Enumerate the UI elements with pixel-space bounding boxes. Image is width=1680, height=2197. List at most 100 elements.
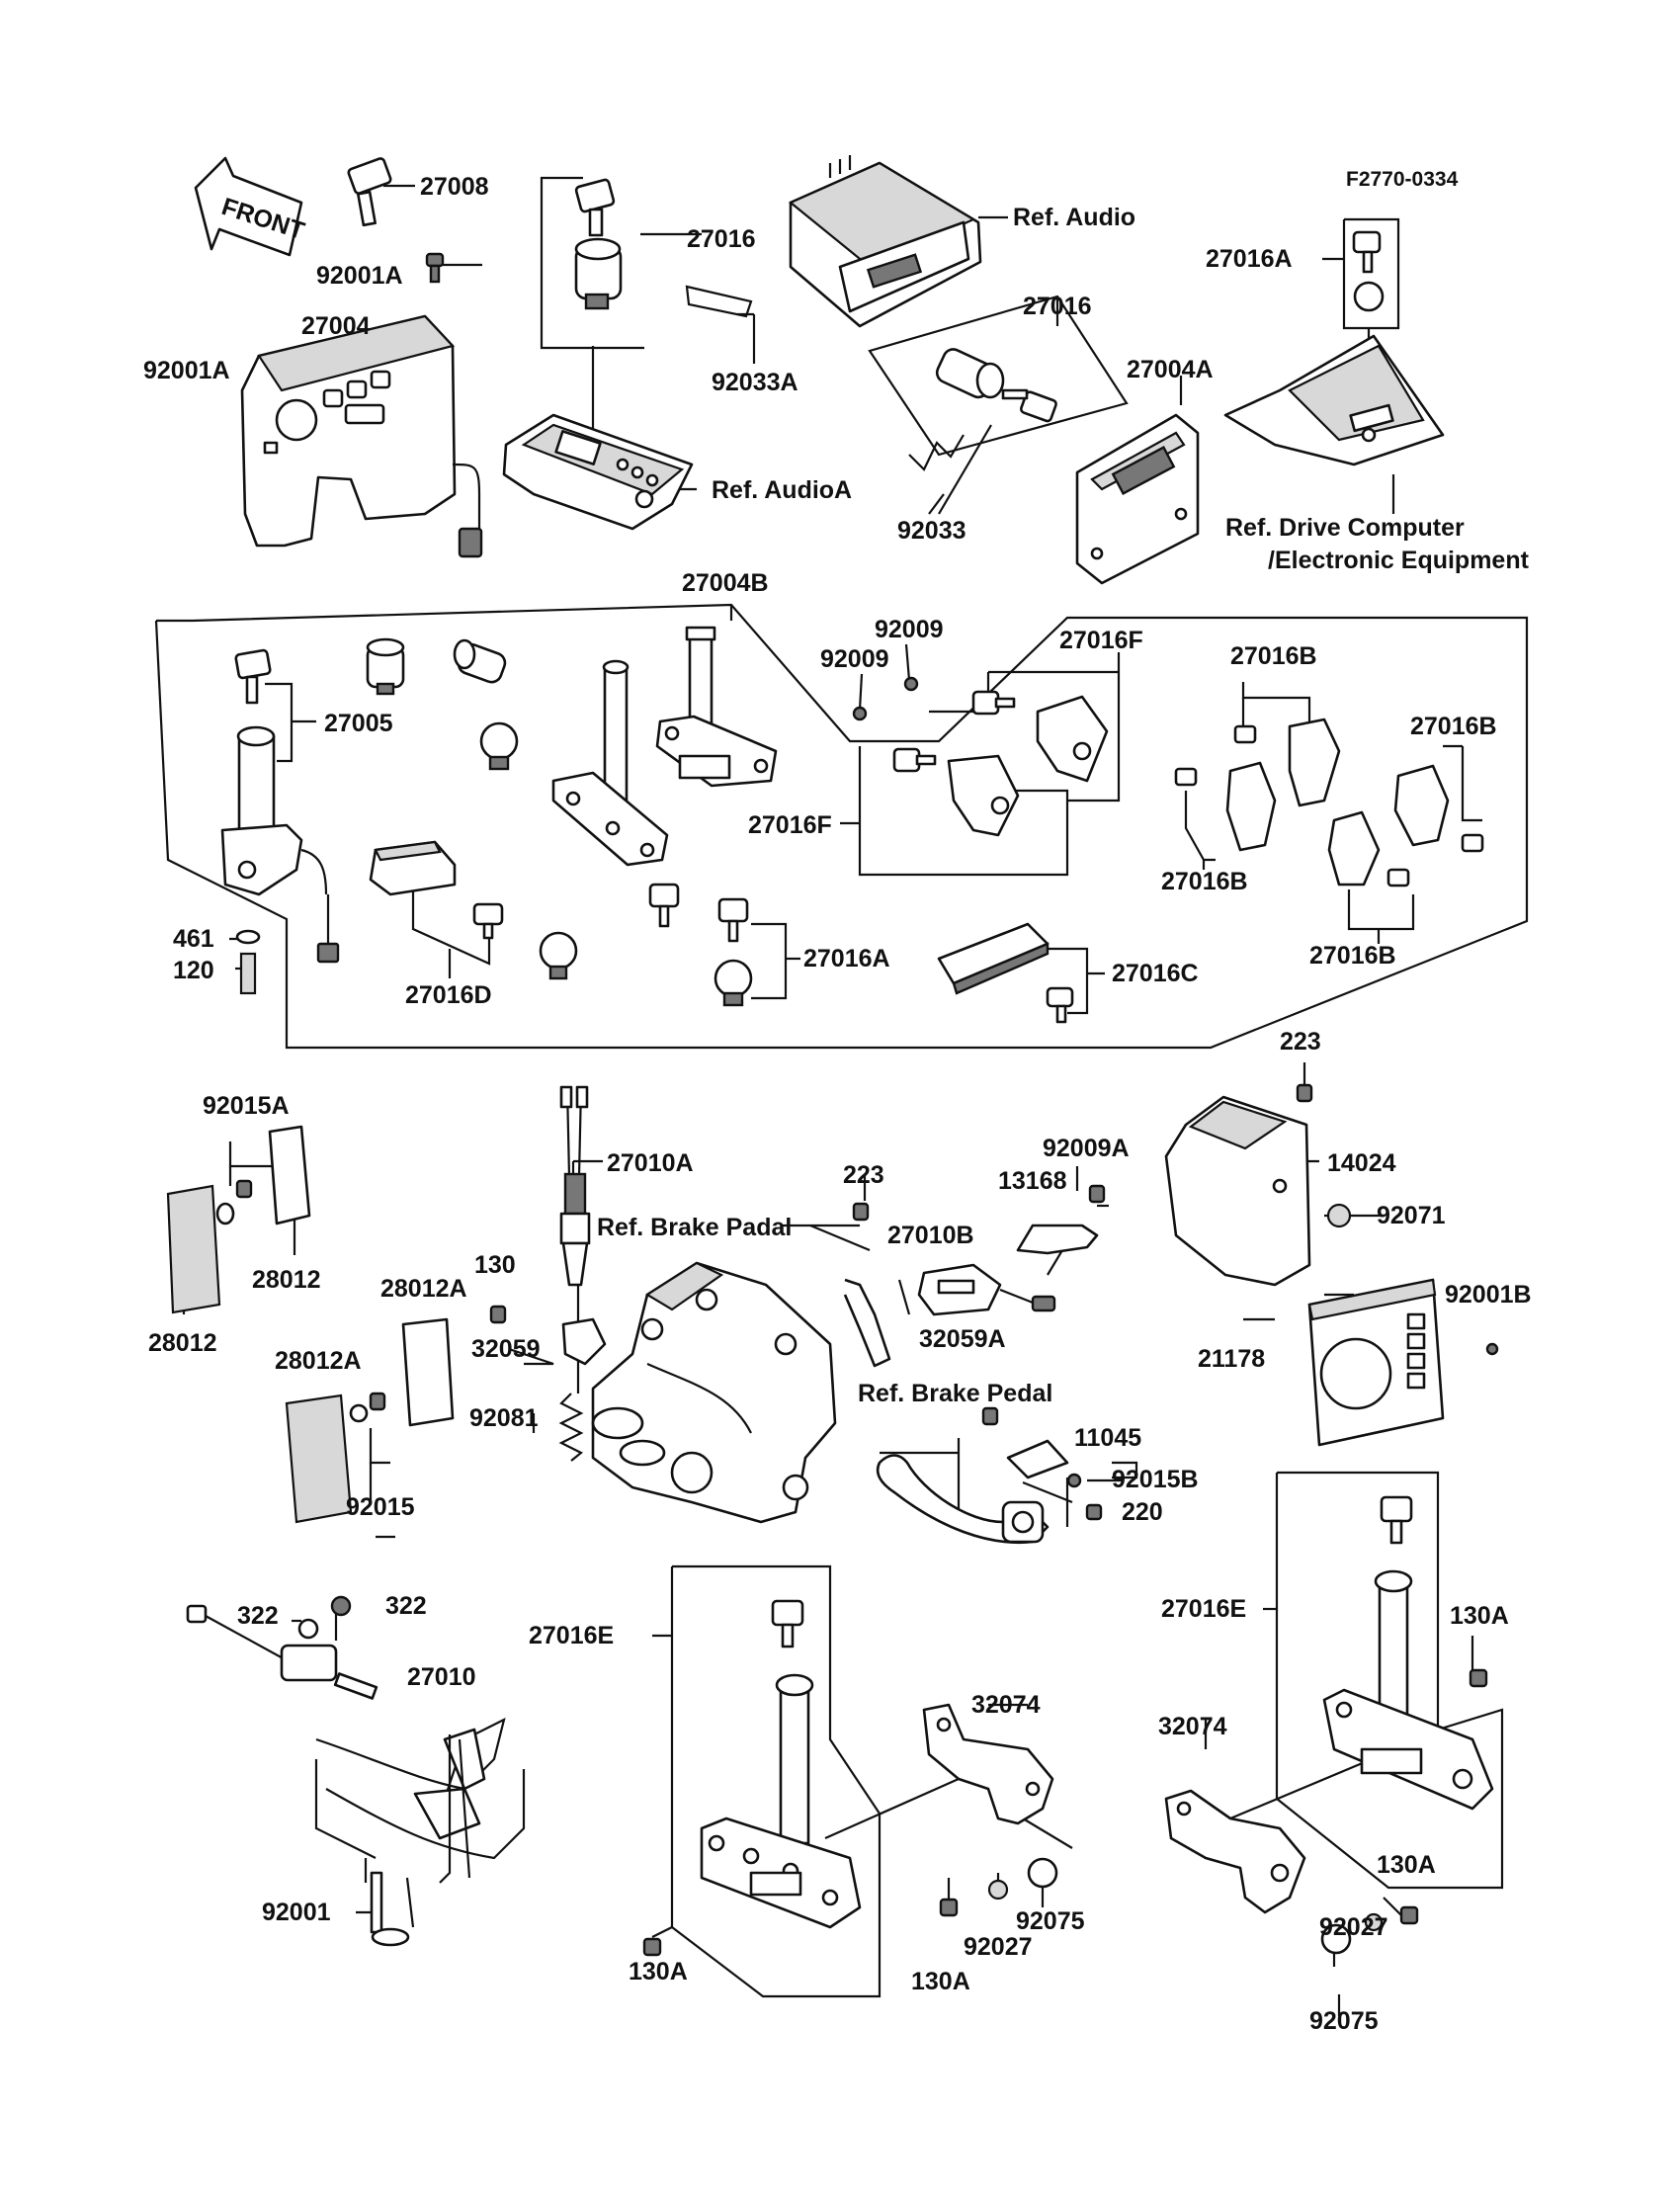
key-27016a-b-icon bbox=[717, 897, 749, 943]
label-130: 130 bbox=[474, 1251, 516, 1279]
reflector-28012-b-icon bbox=[268, 1125, 311, 1225]
label-27016c: 27016C bbox=[1112, 960, 1199, 987]
link-32059a-icon bbox=[843, 1278, 891, 1368]
collar-92027-a-icon bbox=[987, 1879, 1009, 1901]
screw-92009a-icon bbox=[1088, 1184, 1106, 1204]
bracket-32074-b-icon bbox=[1164, 1789, 1306, 1914]
collar-92027-b-icon bbox=[1364, 1912, 1384, 1932]
switch-27016d-icon bbox=[369, 840, 504, 940]
label-322-b: 322 bbox=[385, 1592, 427, 1620]
label-92001b: 92001B bbox=[1445, 1281, 1532, 1309]
label-ref-electronic-equipment: /Electronic Equipment bbox=[1268, 547, 1530, 574]
column-switch-b-icon bbox=[655, 626, 778, 788]
grommet-92071-icon bbox=[1326, 1203, 1352, 1228]
label-27016e-b: 27016E bbox=[1161, 1595, 1246, 1623]
switch-27016b-b-icon bbox=[1174, 761, 1277, 852]
label-92009-b: 92009 bbox=[820, 645, 889, 673]
bolt-223-a-icon bbox=[1296, 1083, 1313, 1103]
label-27005: 27005 bbox=[324, 710, 393, 737]
brake-pedal-lever-icon bbox=[876, 1454, 1050, 1545]
label-28012-b: 28012 bbox=[148, 1329, 217, 1357]
brake-pedal-frame-icon bbox=[315, 1717, 526, 1884]
label-92015a: 92015A bbox=[203, 1092, 290, 1120]
label-92081: 92081 bbox=[469, 1404, 539, 1432]
label-ref-audioa: Ref. AudioA bbox=[712, 476, 852, 504]
bolt-92001-icon bbox=[370, 1871, 415, 1947]
label-28012a-b: 28012A bbox=[275, 1347, 362, 1375]
bolt-130a-c-icon bbox=[1469, 1668, 1488, 1688]
figure-code: F2770-0334 bbox=[1346, 168, 1459, 191]
column-switch-a-icon bbox=[551, 659, 669, 867]
lock-27016f-b-icon bbox=[892, 747, 1020, 837]
label-322-a: 322 bbox=[237, 1602, 279, 1630]
bushing-92075-b-icon bbox=[1320, 1923, 1352, 1955]
label-27016-right: 27016 bbox=[1023, 293, 1092, 320]
lock-27016a-icon bbox=[714, 959, 753, 1007]
label-92027-a: 92027 bbox=[964, 1933, 1033, 1961]
washer-92015-icon bbox=[349, 1403, 369, 1423]
label-27016b-b: 27016B bbox=[1410, 713, 1497, 740]
label-32059: 32059 bbox=[471, 1335, 541, 1363]
lock-cylinder-b-icon bbox=[453, 638, 507, 684]
bolt-130a-a-icon bbox=[642, 1937, 662, 1957]
switch-27016b-a-icon bbox=[1233, 718, 1341, 807]
key-lock-27016a-top-icon bbox=[1352, 230, 1385, 312]
label-92071: 92071 bbox=[1377, 1202, 1446, 1229]
label-92009-a: 92009 bbox=[875, 616, 944, 643]
spring-120-icon bbox=[239, 952, 257, 995]
washer-92015b-icon bbox=[1066, 1473, 1082, 1488]
label-130a-b: 130A bbox=[629, 1958, 688, 1986]
label-92033: 92033 bbox=[897, 517, 966, 545]
screw-92009-a-icon bbox=[903, 676, 919, 692]
bolt-pedal-icon bbox=[981, 1406, 999, 1426]
label-92075-a: 92075 bbox=[1016, 1907, 1085, 1935]
label-92075-b: 92075 bbox=[1309, 2007, 1379, 2035]
drive-computer-panel-icon bbox=[1223, 334, 1445, 466]
label-27016a-mid: 27016A bbox=[803, 945, 890, 972]
bracket-13168-icon bbox=[1016, 1224, 1099, 1255]
nut-92015a-icon bbox=[235, 1179, 253, 1199]
label-27004: 27004 bbox=[301, 312, 371, 340]
key-27005-icon bbox=[234, 648, 272, 705]
label-28012-a: 28012 bbox=[252, 1266, 321, 1294]
label-92015b: 92015B bbox=[1112, 1466, 1199, 1493]
label-13168: 13168 bbox=[998, 1167, 1067, 1195]
dashboard-housing-27004-icon bbox=[240, 314, 483, 558]
label-223-a: 223 bbox=[1280, 1028, 1321, 1056]
part-labels: F2770-0334 27008 92001A 27004 92001A 270… bbox=[143, 168, 1532, 2035]
reflector-28012-a-icon bbox=[166, 1184, 221, 1314]
label-27010a: 27010A bbox=[607, 1149, 694, 1177]
label-92001a-left: 92001A bbox=[143, 357, 230, 384]
lock-cylinder-a-icon bbox=[366, 637, 405, 696]
label-ref-brake-pedal: Ref. Brake Pedal bbox=[858, 1380, 1052, 1407]
reflector-28012a-a-icon bbox=[401, 1317, 455, 1427]
label-27016b-c: 27016B bbox=[1161, 868, 1248, 895]
label-32059a: 32059A bbox=[919, 1325, 1006, 1353]
label-32074-a: 32074 bbox=[971, 1691, 1041, 1719]
bolt-223-b-icon bbox=[852, 1202, 870, 1222]
nut-92015-icon bbox=[369, 1392, 386, 1411]
audio-a-unit-icon bbox=[502, 413, 694, 531]
label-27016b-d: 27016B bbox=[1309, 942, 1396, 970]
switch-27016b-d-icon bbox=[1327, 810, 1410, 887]
label-32074-b: 32074 bbox=[1158, 1713, 1227, 1740]
switch-27010b-icon bbox=[917, 1263, 1056, 1316]
label-ref-brake-padal: Ref. Brake Padal bbox=[597, 1214, 792, 1241]
label-130a-d: 130A bbox=[1377, 1851, 1436, 1879]
washer-461-icon bbox=[235, 929, 261, 945]
switch-27016c-icon bbox=[937, 922, 1074, 1024]
label-92001: 92001 bbox=[262, 1899, 331, 1926]
switch-27010-icon bbox=[186, 1595, 378, 1700]
label-21178: 21178 bbox=[1198, 1345, 1265, 1373]
spring-92081-icon bbox=[558, 1393, 584, 1462]
bolt-130-icon bbox=[489, 1305, 507, 1324]
column-27016e-b-icon bbox=[1322, 1569, 1494, 1811]
label-27016e-a: 27016E bbox=[529, 1622, 614, 1649]
bolt-92001a-icon bbox=[425, 252, 445, 284]
label-92001a-top: 92001A bbox=[316, 262, 403, 290]
lock-27016f-a-icon bbox=[971, 690, 1109, 783]
label-92027-b: 92027 bbox=[1319, 1913, 1388, 1941]
label-92009a: 92009A bbox=[1043, 1135, 1130, 1162]
